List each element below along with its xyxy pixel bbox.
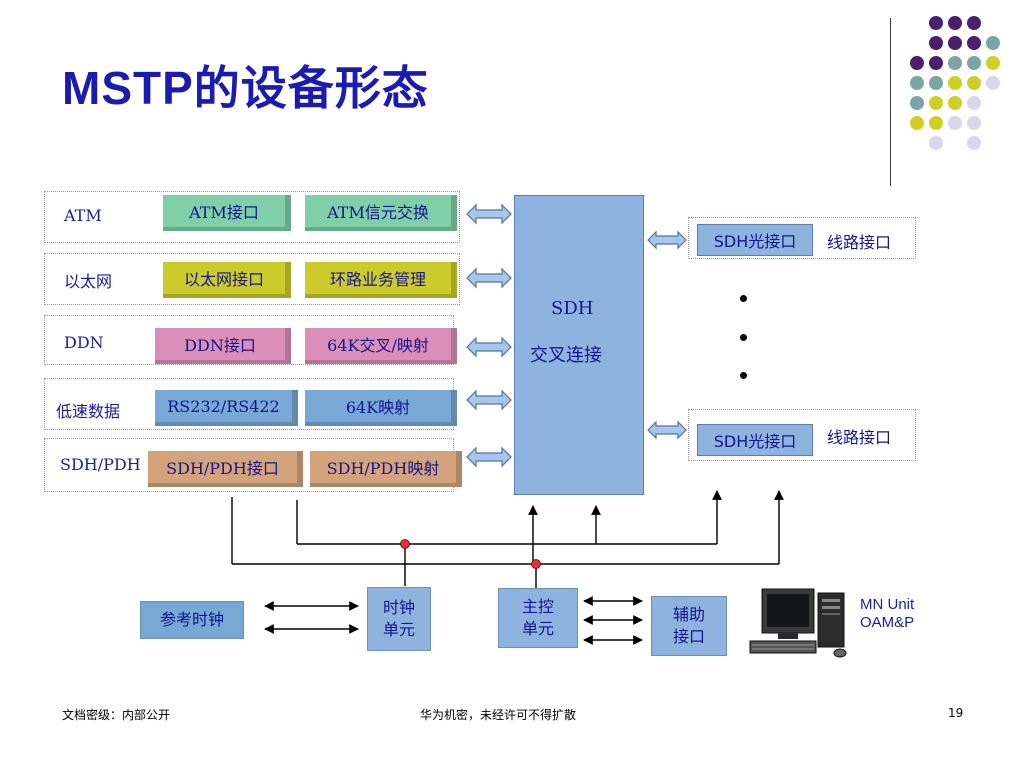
reference-clock-box: 参考时钟	[140, 601, 244, 639]
bidirectional-block-arrow	[466, 389, 512, 411]
bidirectional-block-arrow	[466, 336, 512, 358]
bidirectional-block-arrow	[466, 267, 512, 289]
decorative-dot	[948, 56, 962, 70]
service-row-label: SDH/PDH	[60, 455, 141, 474]
sdh-cross-connect-block	[514, 195, 644, 495]
main-control-unit-box: 主控 单元	[498, 588, 578, 648]
service-right-box: SDH/PDH映射	[310, 451, 462, 487]
decorative-dot	[910, 76, 924, 90]
decorative-dot	[967, 76, 981, 90]
ellipsis-dot-1	[740, 295, 747, 302]
service-row-label: DDN	[64, 333, 104, 352]
main-control-line1: 主控	[521, 597, 554, 616]
main-control-line2: 单元	[521, 619, 554, 638]
service-row-label: 以太网	[64, 272, 113, 291]
sdh-cross-line1: SDH	[551, 298, 594, 319]
service-left-box: DDN接口	[155, 328, 291, 364]
bidirectional-block-arrow	[466, 446, 512, 468]
computer-workstation-icon	[749, 588, 847, 658]
decorative-dot	[910, 96, 924, 110]
service-left-box: RS232/RS422	[155, 390, 298, 426]
footer-confidential: 华为机密，未经许可不得扩散	[420, 708, 577, 722]
line-interface-arrow	[647, 230, 687, 250]
clock-unit-line1: 时钟	[382, 598, 415, 617]
aux-interface-box: 辅助 接口	[651, 596, 727, 656]
mn-unit-line1: MN Unit	[860, 596, 915, 613]
ellipsis-dot-3	[740, 372, 747, 379]
decorative-dot	[910, 56, 924, 70]
footer-page-number: 19	[948, 706, 964, 720]
mn-unit-line2: OAM&P	[860, 614, 915, 631]
decorative-dot	[929, 36, 943, 50]
service-left-box: SDH/PDH接口	[148, 451, 303, 487]
decorative-dot	[967, 36, 981, 50]
aux-interface-line2: 接口	[672, 627, 705, 646]
sdh-optical-interface-1: SDH光接口	[697, 224, 813, 256]
decorative-dot	[948, 36, 962, 50]
ellipsis-dot-2	[740, 334, 747, 341]
sdh-cross-line2: 交叉连接	[530, 345, 602, 366]
line-interface-arrow	[647, 420, 687, 440]
decorative-dot	[929, 96, 943, 110]
service-row-label: ATM	[64, 206, 102, 225]
service-row-label: 低速数据	[56, 402, 121, 421]
junction-dot-1	[400, 539, 410, 549]
service-row-frame	[44, 253, 460, 305]
service-right-box: 环路业务管理	[305, 262, 457, 298]
decorative-dot	[967, 136, 981, 150]
decorative-dot	[929, 56, 943, 70]
decorative-dot	[929, 76, 943, 90]
decorative-dot	[948, 76, 962, 90]
sdh-optical-interface-2: SDH光接口	[697, 424, 813, 456]
page-title: MSTP的设备形态	[62, 62, 429, 114]
line-interface-frame-2	[688, 409, 916, 461]
decorative-dot	[929, 16, 943, 30]
line-interface-label-1: 线路接口	[827, 233, 892, 252]
decorative-dot	[948, 16, 962, 30]
line-interface-label-2: 线路接口	[827, 428, 892, 447]
service-right-box: 64K交叉/映射	[305, 328, 457, 364]
footer-classification: 文档密级：内部公开	[62, 708, 171, 722]
decorative-dot	[967, 16, 981, 30]
aux-interface-line1: 辅助	[672, 605, 705, 624]
service-left-box: ATM接口	[163, 195, 291, 231]
decorative-dot	[967, 96, 981, 110]
service-row-frame	[44, 191, 460, 243]
decorative-dot	[929, 136, 943, 150]
decorative-dot	[986, 36, 1000, 50]
decorative-dot	[986, 56, 1000, 70]
mn-unit-label: MN Unit OAM&P	[860, 596, 914, 632]
decorative-dot	[986, 76, 1000, 90]
bidirectional-block-arrow	[466, 203, 512, 225]
decorative-dot	[948, 116, 962, 130]
line-interface-frame-1	[688, 217, 916, 259]
decorative-dot	[967, 56, 981, 70]
title-divider-line	[890, 18, 891, 186]
decorative-dot	[967, 116, 981, 130]
decorative-dot	[910, 116, 924, 130]
service-right-box: ATM信元交换	[305, 195, 457, 231]
decorative-dot	[929, 116, 943, 130]
clock-unit-line2: 单元	[382, 620, 415, 639]
service-right-box: 64K映射	[305, 390, 457, 426]
clock-unit-box: 时钟 单元	[367, 587, 431, 651]
decorative-dot	[948, 96, 962, 110]
service-left-box: 以太网接口	[163, 262, 291, 298]
junction-dot-2	[531, 559, 541, 569]
